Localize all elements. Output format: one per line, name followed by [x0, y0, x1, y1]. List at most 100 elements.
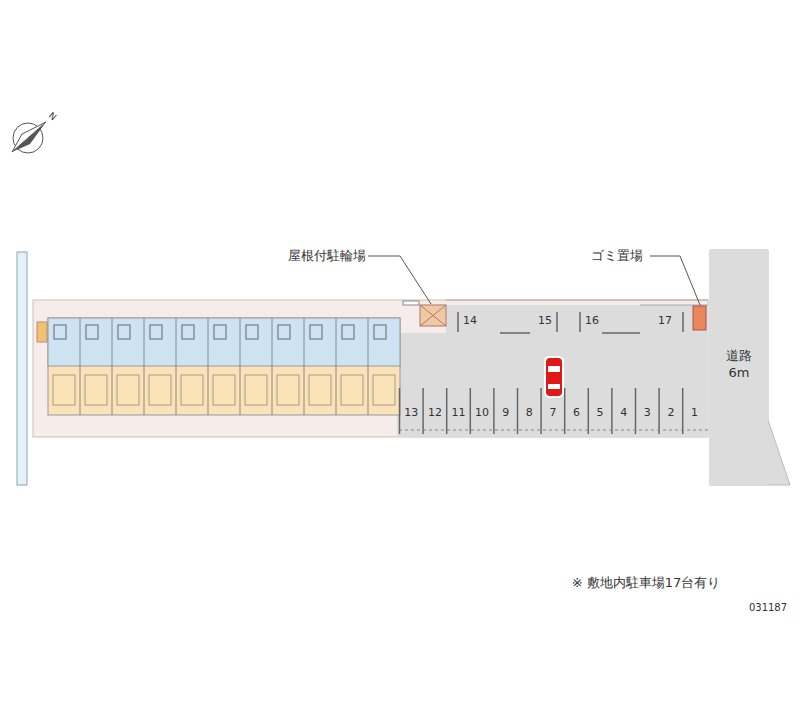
fence: [640, 305, 708, 306]
road-band: 道路 6m: [710, 250, 768, 485]
fence: [446, 300, 708, 301]
channel: [17, 252, 27, 485]
unit-grid: [53, 318, 395, 415]
parking-strip: [446, 305, 708, 333]
stall-number: 14: [463, 315, 477, 327]
unit-room: [278, 325, 290, 339]
stall-line: [682, 312, 684, 332]
stall-line: [422, 388, 424, 434]
stall-line: [446, 388, 448, 434]
unit-room: [213, 375, 235, 405]
note: ※ 敷地内駐車場17台有り: [572, 576, 721, 590]
stall-line: [517, 388, 519, 434]
stall-line: [457, 312, 459, 332]
leader-line: [650, 256, 700, 305]
stall-number: 2: [667, 407, 674, 419]
unit-room: [182, 325, 194, 339]
stall-number: 3: [644, 407, 651, 419]
unit-wall: [272, 318, 273, 415]
stall-number: 16: [585, 315, 599, 327]
stall-line: [399, 388, 401, 434]
leader-line: [366, 256, 431, 304]
building-upper: [48, 318, 400, 366]
compass-needle: [12, 122, 46, 152]
unit-wall: [368, 318, 369, 415]
unit-wall: [336, 318, 337, 415]
stall-line: [658, 388, 660, 434]
stall-line: [493, 388, 495, 434]
unit-room: [341, 375, 363, 405]
meter-box: [37, 322, 47, 342]
bicycle-parking: [420, 305, 446, 326]
stall-number: 4: [620, 407, 627, 419]
stall-edge: [399, 430, 708, 431]
stall-line: [682, 388, 684, 434]
stall-number: 10: [475, 407, 489, 419]
unit-wall: [112, 318, 113, 415]
unit-wall: [208, 318, 209, 415]
stall-line: [588, 388, 590, 434]
stall-line: [602, 332, 640, 334]
stall-line: [556, 312, 558, 332]
compass-needle: [12, 122, 46, 152]
stall-number: 17: [658, 315, 672, 327]
stall-line: [564, 388, 566, 434]
unit-wall: [144, 318, 145, 415]
stall-number: 13: [404, 407, 418, 419]
stall-line: [500, 332, 530, 334]
unit-room: [53, 375, 75, 405]
unit-room: [181, 375, 203, 405]
reference-number: 031187: [749, 602, 787, 613]
unit-room: [245, 375, 267, 405]
stall-number: 12: [428, 407, 442, 419]
unit-room: [277, 375, 299, 405]
stall-line: [579, 312, 581, 332]
unit-room: [54, 325, 66, 339]
unit-room: [150, 325, 162, 339]
parking-lot: [397, 333, 708, 437]
road-shape: [710, 250, 790, 485]
stall-number: 9: [502, 407, 509, 419]
garbage-area: [693, 306, 706, 330]
unit-room: [374, 325, 386, 339]
car-window: [548, 366, 560, 372]
stall-number: 5: [597, 407, 604, 419]
stall-number: 15: [538, 315, 552, 327]
unit-room: [85, 375, 107, 405]
unit-room: [86, 325, 98, 339]
building: [48, 318, 400, 415]
callout-label: 屋根付駐輪場: [286, 249, 368, 263]
stall-line: [470, 388, 472, 434]
site-boundary: [33, 300, 708, 437]
stall-line: [540, 388, 542, 434]
unit-room: [149, 375, 171, 405]
unit-wall: [304, 318, 305, 415]
stall-number: 7: [549, 407, 556, 419]
car-window: [548, 384, 560, 389]
unit-room: [373, 375, 395, 405]
stall-number: 6: [573, 407, 580, 419]
stall-number: 11: [452, 407, 466, 419]
unit-room: [246, 325, 258, 339]
stall-line: [611, 388, 613, 434]
unit-room: [118, 325, 130, 339]
callout-label: ゴミ置場: [589, 249, 645, 263]
unit-wall: [176, 318, 177, 415]
stall-number: 8: [526, 407, 533, 419]
unit-room: [117, 375, 139, 405]
hatch: [420, 305, 446, 326]
unit-wall: [240, 318, 241, 415]
rack: [403, 301, 419, 305]
unit-room: [214, 325, 226, 339]
unit-room: [309, 375, 331, 405]
unit-room: [342, 325, 354, 339]
car-outline: [544, 356, 564, 398]
compass-label: N: [46, 111, 58, 123]
road-label: 道路 6m: [724, 348, 754, 381]
stall-line: [635, 388, 637, 434]
unit-room: [310, 325, 322, 339]
stall-number: 1: [691, 407, 698, 419]
car: [546, 358, 562, 396]
parking-lines: [399, 312, 708, 434]
